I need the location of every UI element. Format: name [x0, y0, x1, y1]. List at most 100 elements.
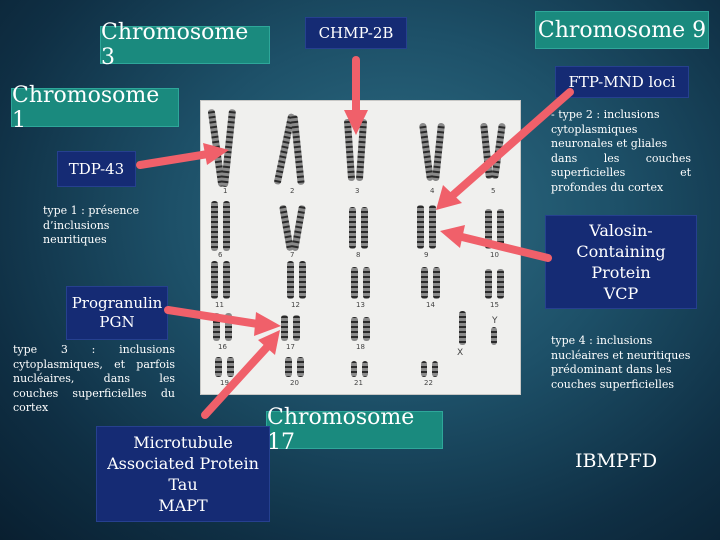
chrom-18b [363, 317, 370, 341]
progranulin-line-2: PGN [99, 313, 135, 331]
karyo-num-11: 11 [215, 301, 224, 309]
mapt-line-4: MAPT [158, 496, 208, 515]
chrom-14a [421, 267, 428, 299]
vcp-box: Valosin- Containing Protein VCP [545, 215, 697, 309]
chrom-1b [221, 109, 236, 187]
karyo-num-16: 16 [218, 343, 227, 351]
chromosome-1-text: Chromosome 1 [12, 82, 160, 133]
type4-line-4: couches superficielles [551, 377, 675, 391]
tdp43-box: TDP-43 [57, 151, 136, 187]
type3-line-1: type 3 : inclusions [13, 343, 175, 356]
chrom-17b [293, 315, 300, 341]
type2-line-5: superficielles et [551, 166, 691, 179]
type1-line-1: type 1 : présence [43, 204, 140, 217]
chrom-13b [363, 267, 370, 299]
karyo-num-22: 22 [424, 379, 433, 387]
karyo-label-x: X [457, 348, 463, 358]
karyo-row-2 [211, 201, 504, 251]
karyo-num-2: 2 [290, 187, 294, 195]
chrom-22a [421, 361, 427, 377]
chrom-22b [432, 361, 438, 377]
chrom-16b [225, 313, 232, 341]
karyo-num-4: 4 [430, 187, 435, 195]
karyo-num-6: 6 [218, 251, 223, 259]
chrom-5b [491, 123, 506, 179]
chrom-7a [279, 205, 294, 251]
chrom-6b [223, 201, 230, 251]
progranulin-box: Progranulin PGN [66, 286, 168, 340]
chrom-4a [419, 123, 434, 181]
karyo-num-17: 17 [286, 343, 295, 351]
chrom-16a [213, 313, 220, 341]
type3-line-5: cortex [13, 401, 49, 414]
vcp-line-3: Protein [591, 263, 651, 282]
type2-note: - type 2 : inclusions cytoplasmiques neu… [551, 108, 691, 195]
karyo-num-21: 21 [354, 379, 363, 387]
chrom-8b [361, 207, 368, 249]
chrom-11b [223, 261, 230, 299]
ftp-mnd-text: FTP-MND loci [568, 73, 676, 91]
chromosome-9-text: Chromosome 9 [537, 17, 707, 43]
type3-line-3: nucléaires, dans les [13, 372, 175, 385]
chromosome-1-label: Chromosome 1 [11, 83, 179, 133]
chromosome-17-text: Chromosome 17 [267, 405, 415, 455]
chrom-5a [480, 123, 493, 179]
chrom-17a [281, 315, 288, 341]
type4-line-1: type 4 : inclusions [551, 334, 653, 347]
chrom-20b [297, 357, 304, 377]
chromosome-3-text: Chromosome 3 [101, 20, 249, 70]
chrom-2b [290, 115, 305, 185]
vcp-line-1: Valosin- [589, 221, 653, 240]
karyo-num-20: 20 [290, 379, 299, 387]
chrom-18a [351, 317, 358, 341]
chrom-21b [362, 361, 368, 377]
chrom-2a [274, 113, 295, 185]
mapt-box: Microtubule Associated Protein Tau MAPT [96, 426, 270, 522]
karyotype-svg: 1 2 3 4 5 6 7 8 9 10 11 12 13 14 15 16 1… [207, 109, 506, 387]
karyo-num-1: 1 [223, 187, 227, 195]
chrom-6a [211, 201, 218, 251]
type4-line-2: nucléaires et neuritiques [551, 348, 691, 362]
karyo-row-4 [213, 311, 497, 345]
chmp2b-text: CHMP-2B [318, 24, 394, 42]
chrom-19b [227, 357, 234, 377]
chrom-12a [287, 261, 294, 299]
karyo-num-19: 19 [220, 379, 229, 387]
type4-note: type 4 : inclusions nucléaires et neurit… [551, 334, 701, 392]
karyo-num-13: 13 [356, 301, 365, 309]
chrom-10b [497, 209, 504, 249]
type2-line-3: neuronales et gliales [551, 137, 668, 150]
tdp43-text: TDP-43 [68, 160, 125, 178]
type1-line-3: neuritiques [43, 233, 107, 246]
karyo-row-1 [207, 109, 506, 187]
karyotype-image: 1 2 3 4 5 6 7 8 9 10 11 12 13 14 15 16 1… [200, 100, 521, 395]
karyo-num-15: 15 [490, 301, 499, 309]
type2-line-6: profondes du cortex [551, 180, 664, 194]
karyo-label-y: Y [491, 316, 498, 326]
mapt-line-3: Tau [168, 475, 198, 494]
type2-line-2: cytoplasmiques [551, 122, 638, 136]
chrom-19a [215, 357, 222, 377]
karyo-num-8: 8 [356, 251, 360, 259]
type3-note: type 3 : inclusions cytoplasmiques, et p… [13, 343, 175, 416]
chrom-9b [429, 205, 436, 249]
type1-line-2: d’inclusions [43, 218, 110, 232]
karyo-num-12: 12 [291, 301, 300, 309]
chrom-14b [433, 267, 440, 299]
type2-line-4: dans les couches [551, 151, 691, 165]
karyo-num-7: 7 [290, 251, 294, 259]
type4-line-3: prédominant dans les [551, 363, 672, 376]
chrom-3b [356, 119, 367, 182]
chrom-x [459, 311, 466, 345]
chrom-4b [432, 123, 445, 181]
progranulin-line-1: Progranulin [71, 294, 163, 312]
vcp-line-2: Containing [576, 242, 666, 261]
chrom-8a [349, 207, 356, 249]
mapt-line-2: Associated Protein [107, 454, 259, 473]
type1-note: type 1 : présence d’inclusions neuritiqu… [43, 204, 173, 248]
chromosome-3-label: Chromosome 3 [100, 20, 270, 70]
chrom-21a [351, 361, 357, 377]
chromosome-17-label: Chromosome 17 [266, 405, 443, 455]
chmp2b-box: CHMP-2B [305, 17, 407, 49]
chrom-15b [497, 269, 504, 299]
